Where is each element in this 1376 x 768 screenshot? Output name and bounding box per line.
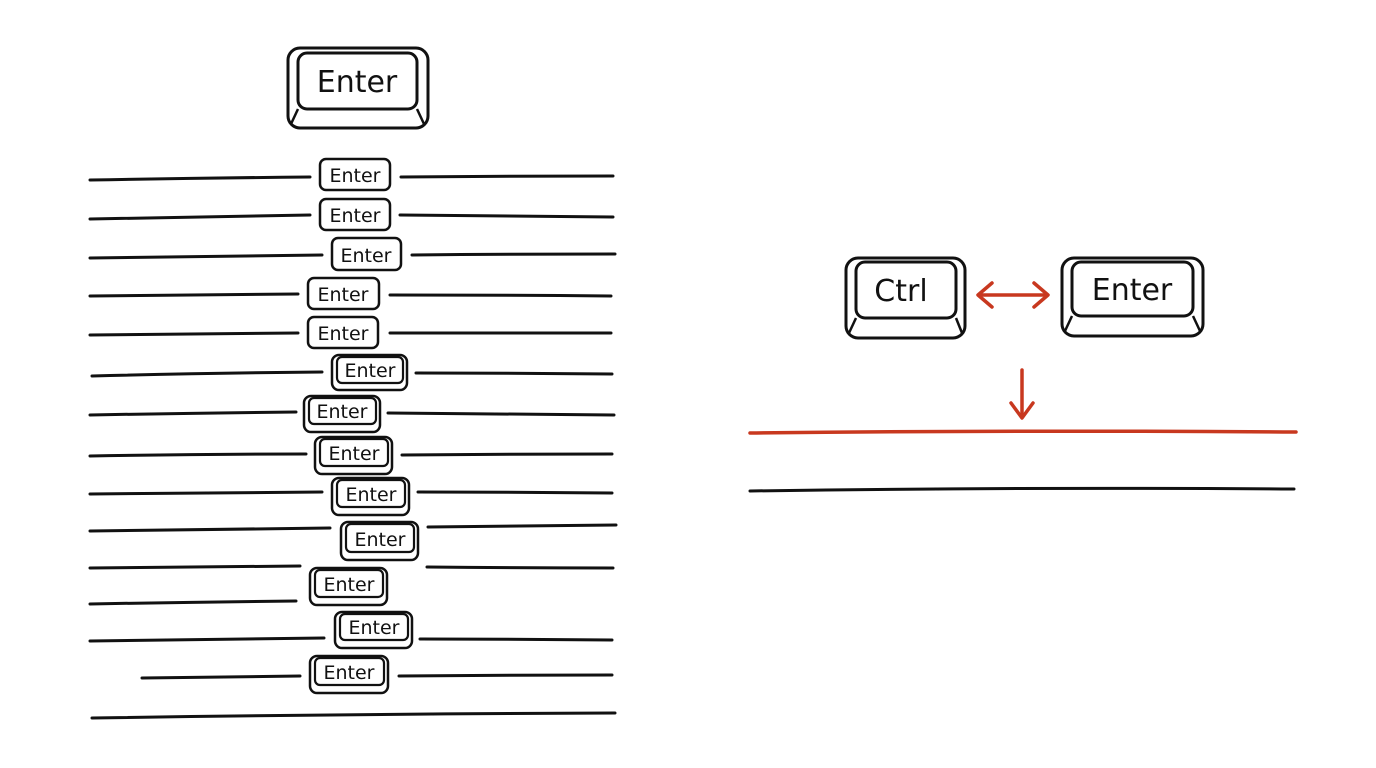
row-12: Enter — [88, 610, 614, 650]
enter-key-raised: Enter — [333, 610, 414, 650]
row-3: Enter — [88, 236, 617, 272]
enter-key-raised: Enter — [302, 394, 382, 434]
enter-key-raised: Enter — [308, 566, 389, 607]
row-14 — [90, 711, 617, 720]
row-5: Enter — [88, 315, 613, 350]
row-10: Enter — [88, 520, 618, 562]
row-8: Enter — [88, 435, 614, 476]
row-line-left — [88, 331, 300, 337]
row-line-left-short — [88, 599, 298, 606]
row-line-left — [88, 526, 332, 533]
page-break-line — [748, 429, 1298, 435]
row-line-left — [140, 674, 302, 680]
ctrl-key-label: Ctrl — [874, 274, 927, 309]
ctrl-key: Ctrl — [844, 256, 967, 340]
enter-key-label: Enter — [355, 529, 406, 551]
enter-key-label: Enter — [330, 165, 381, 187]
enter-key: Enter — [318, 157, 392, 192]
row-line-left — [88, 292, 300, 298]
big-enter-key-label: Enter — [317, 65, 398, 100]
row-line-left — [88, 175, 312, 182]
row-line-right — [425, 565, 615, 570]
row-line-left — [88, 410, 298, 417]
row-line-left — [88, 490, 324, 496]
row-line-left — [88, 636, 326, 643]
row-1: Enter — [88, 157, 615, 192]
row-11: Enter — [88, 564, 615, 607]
row-line-right — [410, 252, 617, 257]
enter-key: Enter — [330, 236, 403, 272]
row-line-right — [400, 452, 614, 457]
row-line-left — [88, 452, 308, 458]
enter-key-raised: Enter — [308, 654, 390, 695]
enter-key-label: Enter — [330, 205, 381, 227]
row-line-right — [397, 673, 614, 678]
enter-key-label: Enter — [349, 617, 400, 639]
enter-key-raised: Enter — [313, 435, 394, 476]
enter-key-label: Enter — [318, 284, 369, 306]
enter-key: Enter — [318, 197, 392, 232]
big-enter-key: Enter — [286, 46, 430, 130]
row-line-left — [88, 213, 312, 221]
enter-key-label: Enter — [345, 360, 396, 382]
right-panel: Ctrl Enter — [748, 256, 1298, 493]
row-line-full — [90, 711, 617, 720]
row-6: Enter — [90, 353, 614, 392]
enter-key-label: Enter — [318, 323, 369, 345]
row-13: Enter — [140, 654, 614, 695]
row-2: Enter — [88, 197, 615, 232]
left-panel: Enter Enter Enter Enter — [88, 46, 618, 720]
enter-key-label: Enter — [346, 484, 397, 506]
row-line-right — [426, 523, 618, 529]
row-4: Enter — [88, 276, 613, 311]
row-line-left — [90, 370, 324, 378]
row-9: Enter — [88, 476, 614, 517]
row-line-right — [416, 490, 614, 495]
enter-key: Enter — [306, 276, 381, 311]
row-line-right — [399, 174, 615, 179]
enter-key-right-label: Enter — [1092, 273, 1173, 308]
double-arrow-icon — [976, 281, 1050, 309]
enter-key-raised: Enter — [339, 520, 420, 562]
row-line-left — [88, 253, 324, 260]
enter-key-label: Enter — [317, 401, 368, 423]
enter-key: Enter — [306, 315, 380, 350]
enter-key-right: Enter — [1060, 256, 1205, 338]
row-7: Enter — [88, 394, 616, 434]
enter-key-label: Enter — [324, 662, 375, 684]
enter-key-raised: Enter — [330, 353, 409, 392]
row-line-right — [418, 637, 614, 642]
row-line-right — [386, 411, 616, 417]
row-line-right — [414, 371, 614, 376]
row-line-left — [88, 564, 302, 570]
enter-key-label: Enter — [329, 443, 380, 465]
enter-key-raised: Enter — [330, 476, 411, 517]
enter-key-label: Enter — [324, 574, 375, 596]
enter-key-label: Enter — [341, 245, 392, 267]
down-arrow-icon — [1009, 368, 1035, 420]
row-line-right — [388, 293, 613, 298]
next-line — [748, 486, 1296, 493]
row-line-right — [398, 213, 615, 219]
